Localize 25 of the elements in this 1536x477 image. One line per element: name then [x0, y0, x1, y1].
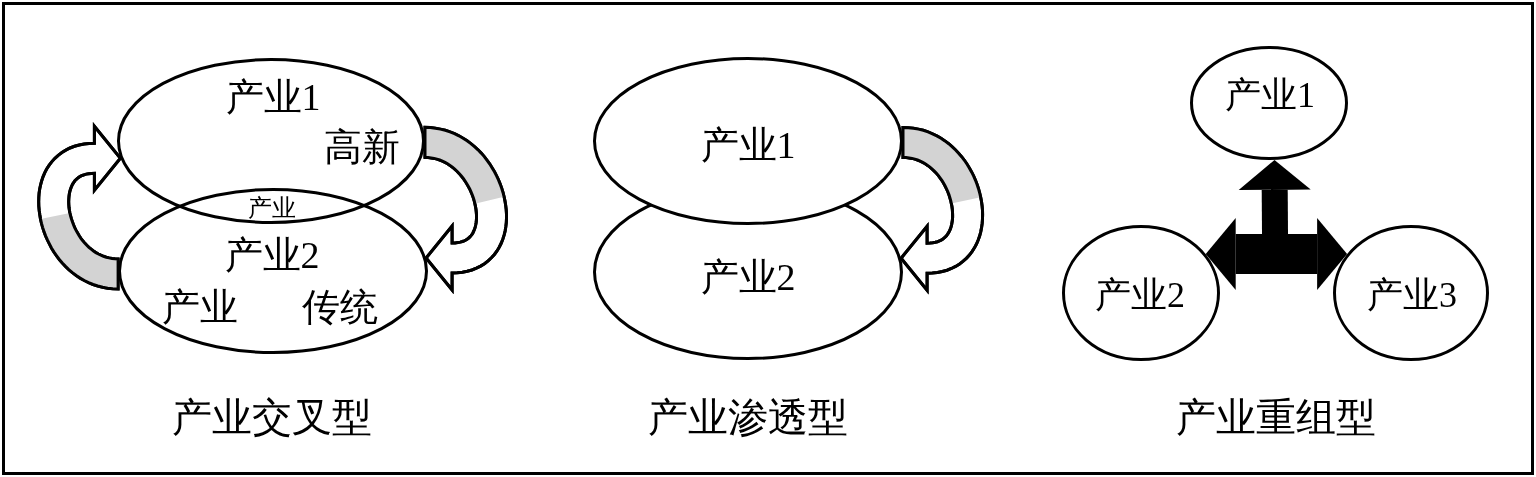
curved-arrow — [423, 125, 508, 295]
circle-node — [1062, 225, 1220, 361]
node-label: 产业3 — [1367, 277, 1457, 313]
circle-node — [1190, 46, 1348, 160]
node-label: 产业2 — [700, 258, 796, 296]
node-label: 传统 — [302, 288, 378, 326]
node-label: 产业 — [162, 288, 238, 326]
ellipse-node — [118, 188, 428, 354]
node-label: 产业1 — [700, 126, 796, 164]
block-arrow — [1238, 159, 1311, 235]
node-label: 产业2 — [1095, 277, 1185, 313]
circle-node — [1333, 225, 1489, 361]
node-label: 产业1 — [225, 78, 321, 116]
panel-caption: 产业交叉型 — [172, 398, 372, 438]
ellipse-node — [593, 57, 903, 225]
node-label: 产业1 — [1225, 77, 1315, 113]
curved-arrow — [37, 122, 123, 291]
node-label: 高新 — [324, 128, 400, 166]
overlap-label: 产业 — [248, 196, 296, 220]
ellipse-node — [117, 58, 425, 224]
node-label: 产业2 — [224, 236, 320, 274]
panel-caption: 产业重组型 — [1176, 398, 1376, 438]
panel-caption: 产业渗透型 — [648, 398, 848, 438]
block-arrow — [1205, 218, 1348, 290]
curved-arrow — [899, 125, 985, 295]
